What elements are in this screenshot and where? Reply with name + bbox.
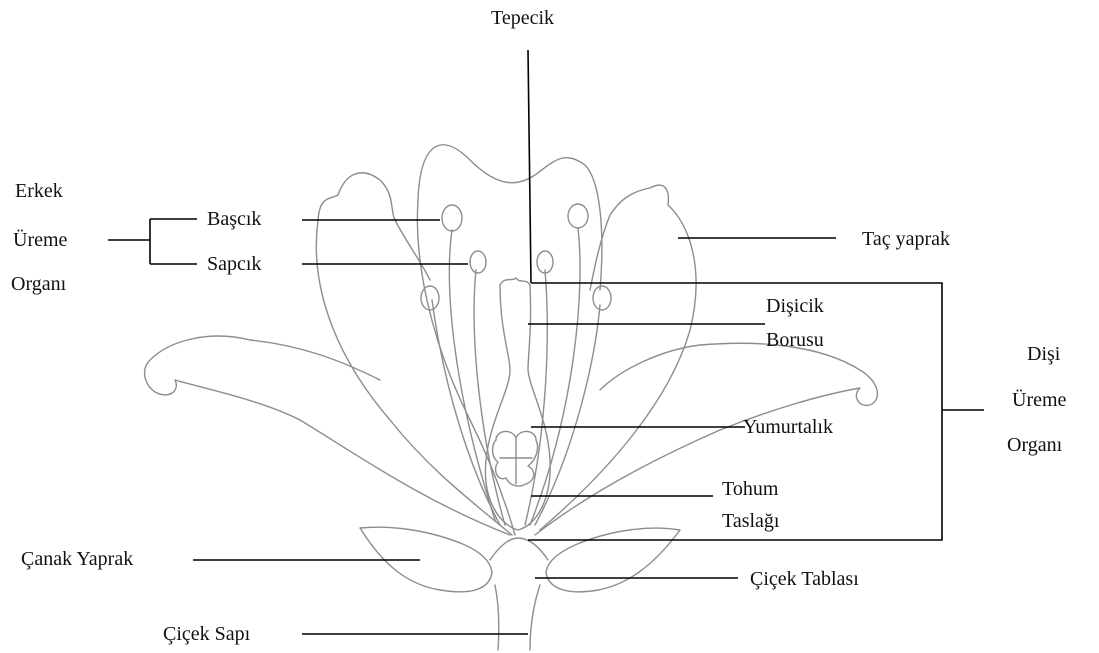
leader-tepecik xyxy=(528,50,531,283)
label-yumurtalik: Yumurtalık xyxy=(743,417,833,437)
label-disi-line1: Dişi xyxy=(1027,344,1060,364)
stamen-filament-6 xyxy=(535,305,600,525)
stigma xyxy=(500,278,530,285)
label-erkek-line1: Erkek xyxy=(15,181,63,201)
leader-disi-bracket xyxy=(528,283,942,540)
stamen-filament-4 xyxy=(530,228,580,525)
label-tohum: Tohum xyxy=(722,479,778,499)
label-disi-line3: Organı xyxy=(1007,435,1062,455)
label-cicek-tablasi: Çiçek Tablası xyxy=(750,569,859,589)
anther-1 xyxy=(442,205,462,231)
receptacle xyxy=(490,538,548,560)
anther-6 xyxy=(593,286,611,310)
label-tepecik: Tepecik xyxy=(491,8,554,28)
label-disicik: Dişicik xyxy=(766,296,824,316)
anther-2 xyxy=(421,286,439,310)
label-sapcik: Sapcık xyxy=(207,254,261,274)
label-erkek-line2: Üreme xyxy=(13,230,67,250)
label-taslagi: Taslağı xyxy=(722,511,779,531)
label-canak-yaprak: Çanak Yaprak xyxy=(21,549,133,569)
label-tac-yaprak: Taç yaprak xyxy=(862,229,950,249)
sepal-right xyxy=(546,528,680,592)
right-petal xyxy=(540,185,696,530)
label-cicek-sapi: Çiçek Sapı xyxy=(163,624,250,644)
left-spread-petal xyxy=(145,336,510,535)
stamen-filament-1 xyxy=(449,230,495,520)
label-erkek-line3: Organı xyxy=(11,274,66,294)
anther-3 xyxy=(470,251,486,273)
pistil-outline xyxy=(485,285,550,530)
ovules xyxy=(493,431,538,486)
label-borusu: Borusu xyxy=(766,330,824,350)
anther-4 xyxy=(568,204,588,228)
stem xyxy=(495,585,540,650)
right-spread-petal xyxy=(535,343,877,535)
label-bascik: Başcık xyxy=(207,209,261,229)
label-disi-line2: Üreme xyxy=(1012,390,1066,410)
back-petal xyxy=(417,145,601,535)
